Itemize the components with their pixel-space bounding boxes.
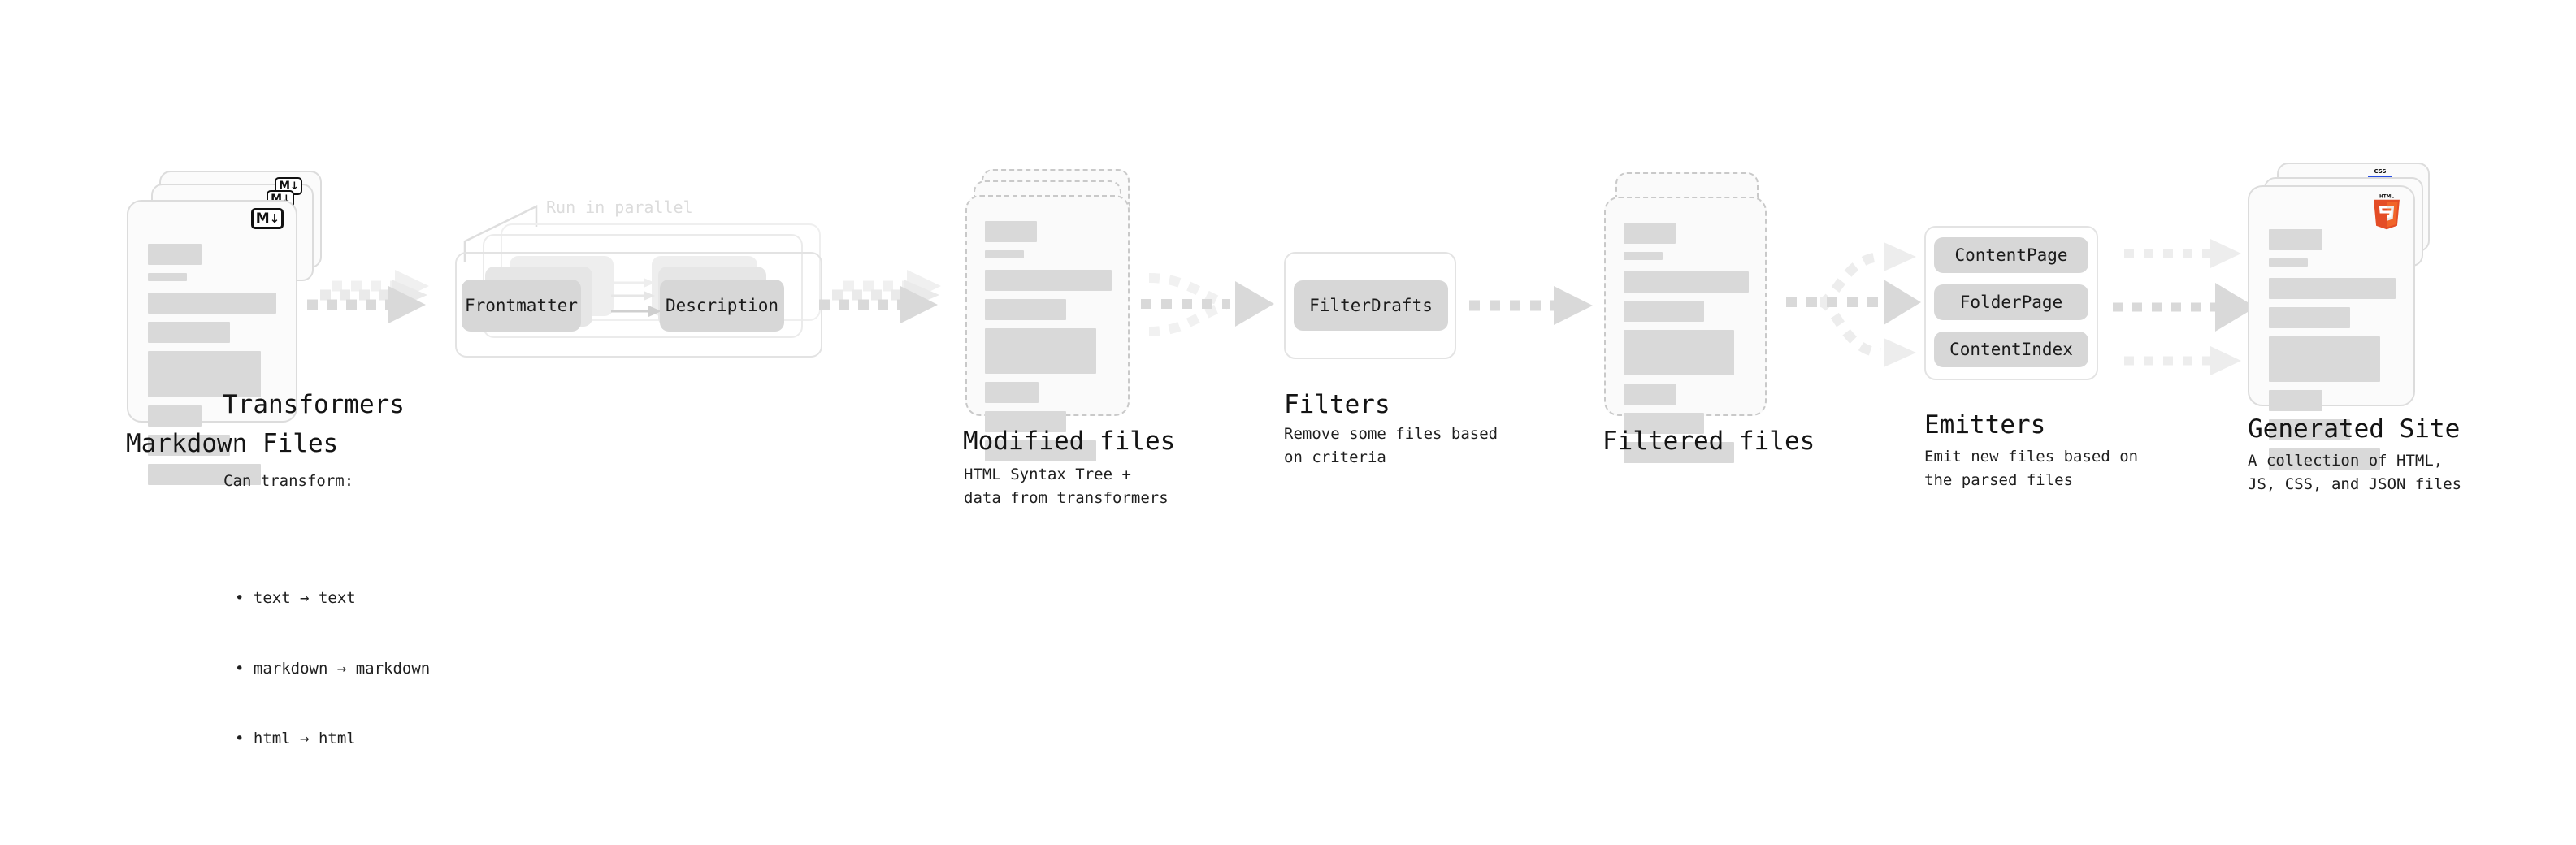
css3-icon-label: CSS: [2374, 168, 2387, 175]
markdown-icon-arrow: ↓: [269, 210, 280, 226]
content-bar: [985, 328, 1097, 374]
parallel-bracket: [463, 204, 538, 262]
transformers-bullet-list: text → text markdown → markdown html → h…: [235, 540, 430, 798]
markdown-icon-m: M: [255, 210, 270, 227]
content-bar: [1624, 330, 1734, 375]
content-bar: [985, 221, 1037, 242]
emitter-chip-contentindex[interactable]: ContentIndex: [1934, 332, 2088, 367]
modified-files-subtitle: HTML Syntax Tree + data from transformer…: [964, 466, 1169, 507]
content-bar: [148, 292, 276, 314]
filtered-card-content: [1624, 223, 1749, 471]
content-bar: [1624, 223, 1676, 244]
transformer-chip-frontmatter[interactable]: Frontmatter: [462, 280, 581, 332]
filters-group: [1284, 252, 1456, 359]
stage-title-generated-site: Generated Site: [2248, 414, 2461, 444]
markdown-card-content: [148, 244, 276, 493]
markdown-card-front: [127, 200, 297, 485]
content-bar: [2269, 307, 2350, 328]
stage-title-markdown-files: Markdown Files: [126, 429, 339, 458]
content-bar: [148, 244, 202, 265]
filtered-card-front: [1604, 197, 1767, 463]
transformer-chip-description[interactable]: Description: [660, 280, 784, 332]
emitters-group: [1924, 226, 2098, 380]
arrow-emitters-to-site: [2113, 239, 2256, 375]
content-bar: [148, 464, 262, 485]
content-bar: [148, 351, 262, 397]
content-bar: [2269, 278, 2396, 299]
content-bar: [1624, 252, 1663, 260]
stage-title-modified-files: Modified files: [963, 427, 1176, 456]
transformers-subtitle: Can transform: text → text markdown → ma…: [223, 422, 430, 845]
html5-icon-label: HTML: [2379, 195, 2394, 200]
content-bar: [1624, 442, 1734, 463]
content-bar: [985, 411, 1066, 432]
emitters-subtitle: Emit new files based on the parsed files: [1924, 448, 2139, 489]
content-bar: [2269, 419, 2350, 440]
content-bar: [985, 440, 1097, 462]
content-bar: [2269, 229, 2322, 250]
content-bar: [1624, 271, 1749, 292]
html5-icon: HTML: [2374, 195, 2400, 230]
content-bar: [148, 435, 231, 456]
content-bar: [985, 270, 1112, 291]
emitter-chip-contentpage[interactable]: ContentPage: [1934, 237, 2088, 273]
site-card-content: [2269, 229, 2396, 478]
emitter-chip-folderpage[interactable]: FolderPage: [1934, 284, 2088, 320]
transformers-subtitle-head: Can transform:: [223, 471, 354, 490]
stage-title-filters: Filters: [1284, 390, 1390, 419]
stage-title-emitters: Emitters: [1924, 410, 2046, 440]
list-item: text → text: [235, 587, 430, 610]
transformer-connector-arrows: [611, 278, 661, 317]
content-bar: [1624, 413, 1704, 434]
content-bar: [1624, 301, 1704, 322]
filter-chip-filterdrafts[interactable]: FilterDrafts: [1294, 280, 1448, 331]
stage-title-transformers: Transformers: [223, 390, 405, 419]
arrow-modified-to-filters-merge: [1141, 273, 1274, 336]
content-bar: [985, 299, 1066, 320]
list-item: markdown → markdown: [235, 657, 430, 681]
content-bar: [148, 322, 231, 343]
site-card-front: [2248, 185, 2415, 470]
generated-site-subtitle: A collection of HTML, JS, CSS, and JSON …: [2248, 452, 2462, 493]
markdown-icon-m: M: [279, 180, 290, 193]
content-bar: [148, 405, 202, 427]
content-bar: [985, 382, 1039, 403]
content-bar: [148, 273, 187, 281]
markdown-icon-arrow: ↓: [282, 193, 291, 206]
content-bar: [985, 250, 1024, 258]
filters-subtitle: Remove some files based on criteria: [1284, 425, 1498, 466]
parallel-label: Run in parallel: [546, 197, 693, 217]
modified-card-front: [965, 195, 1130, 462]
markdown-icon-front: M↓: [251, 208, 284, 229]
modified-card-content: [985, 221, 1112, 470]
arrow-filtered-to-emitters-fanout: [1786, 242, 1921, 367]
arrow-filters-to-filtered: [1469, 286, 1593, 325]
content-bar: [2269, 448, 2381, 470]
stage-title-filtered-files: Filtered files: [1602, 427, 1815, 456]
diagram-canvas: M↓ M↓ M↓ Markdown Files: [0, 0, 2576, 681]
content-bar: [2269, 336, 2381, 382]
arrow-transformers-to-modified: [819, 270, 941, 323]
markdown-icon-arrow: ↓: [290, 180, 299, 193]
content-bar: [2269, 390, 2322, 411]
list-item: html → html: [235, 727, 430, 751]
content-bar: [2269, 258, 2308, 266]
arrow-markdown-to-transformers: [307, 270, 429, 323]
content-bar: [1624, 384, 1676, 405]
